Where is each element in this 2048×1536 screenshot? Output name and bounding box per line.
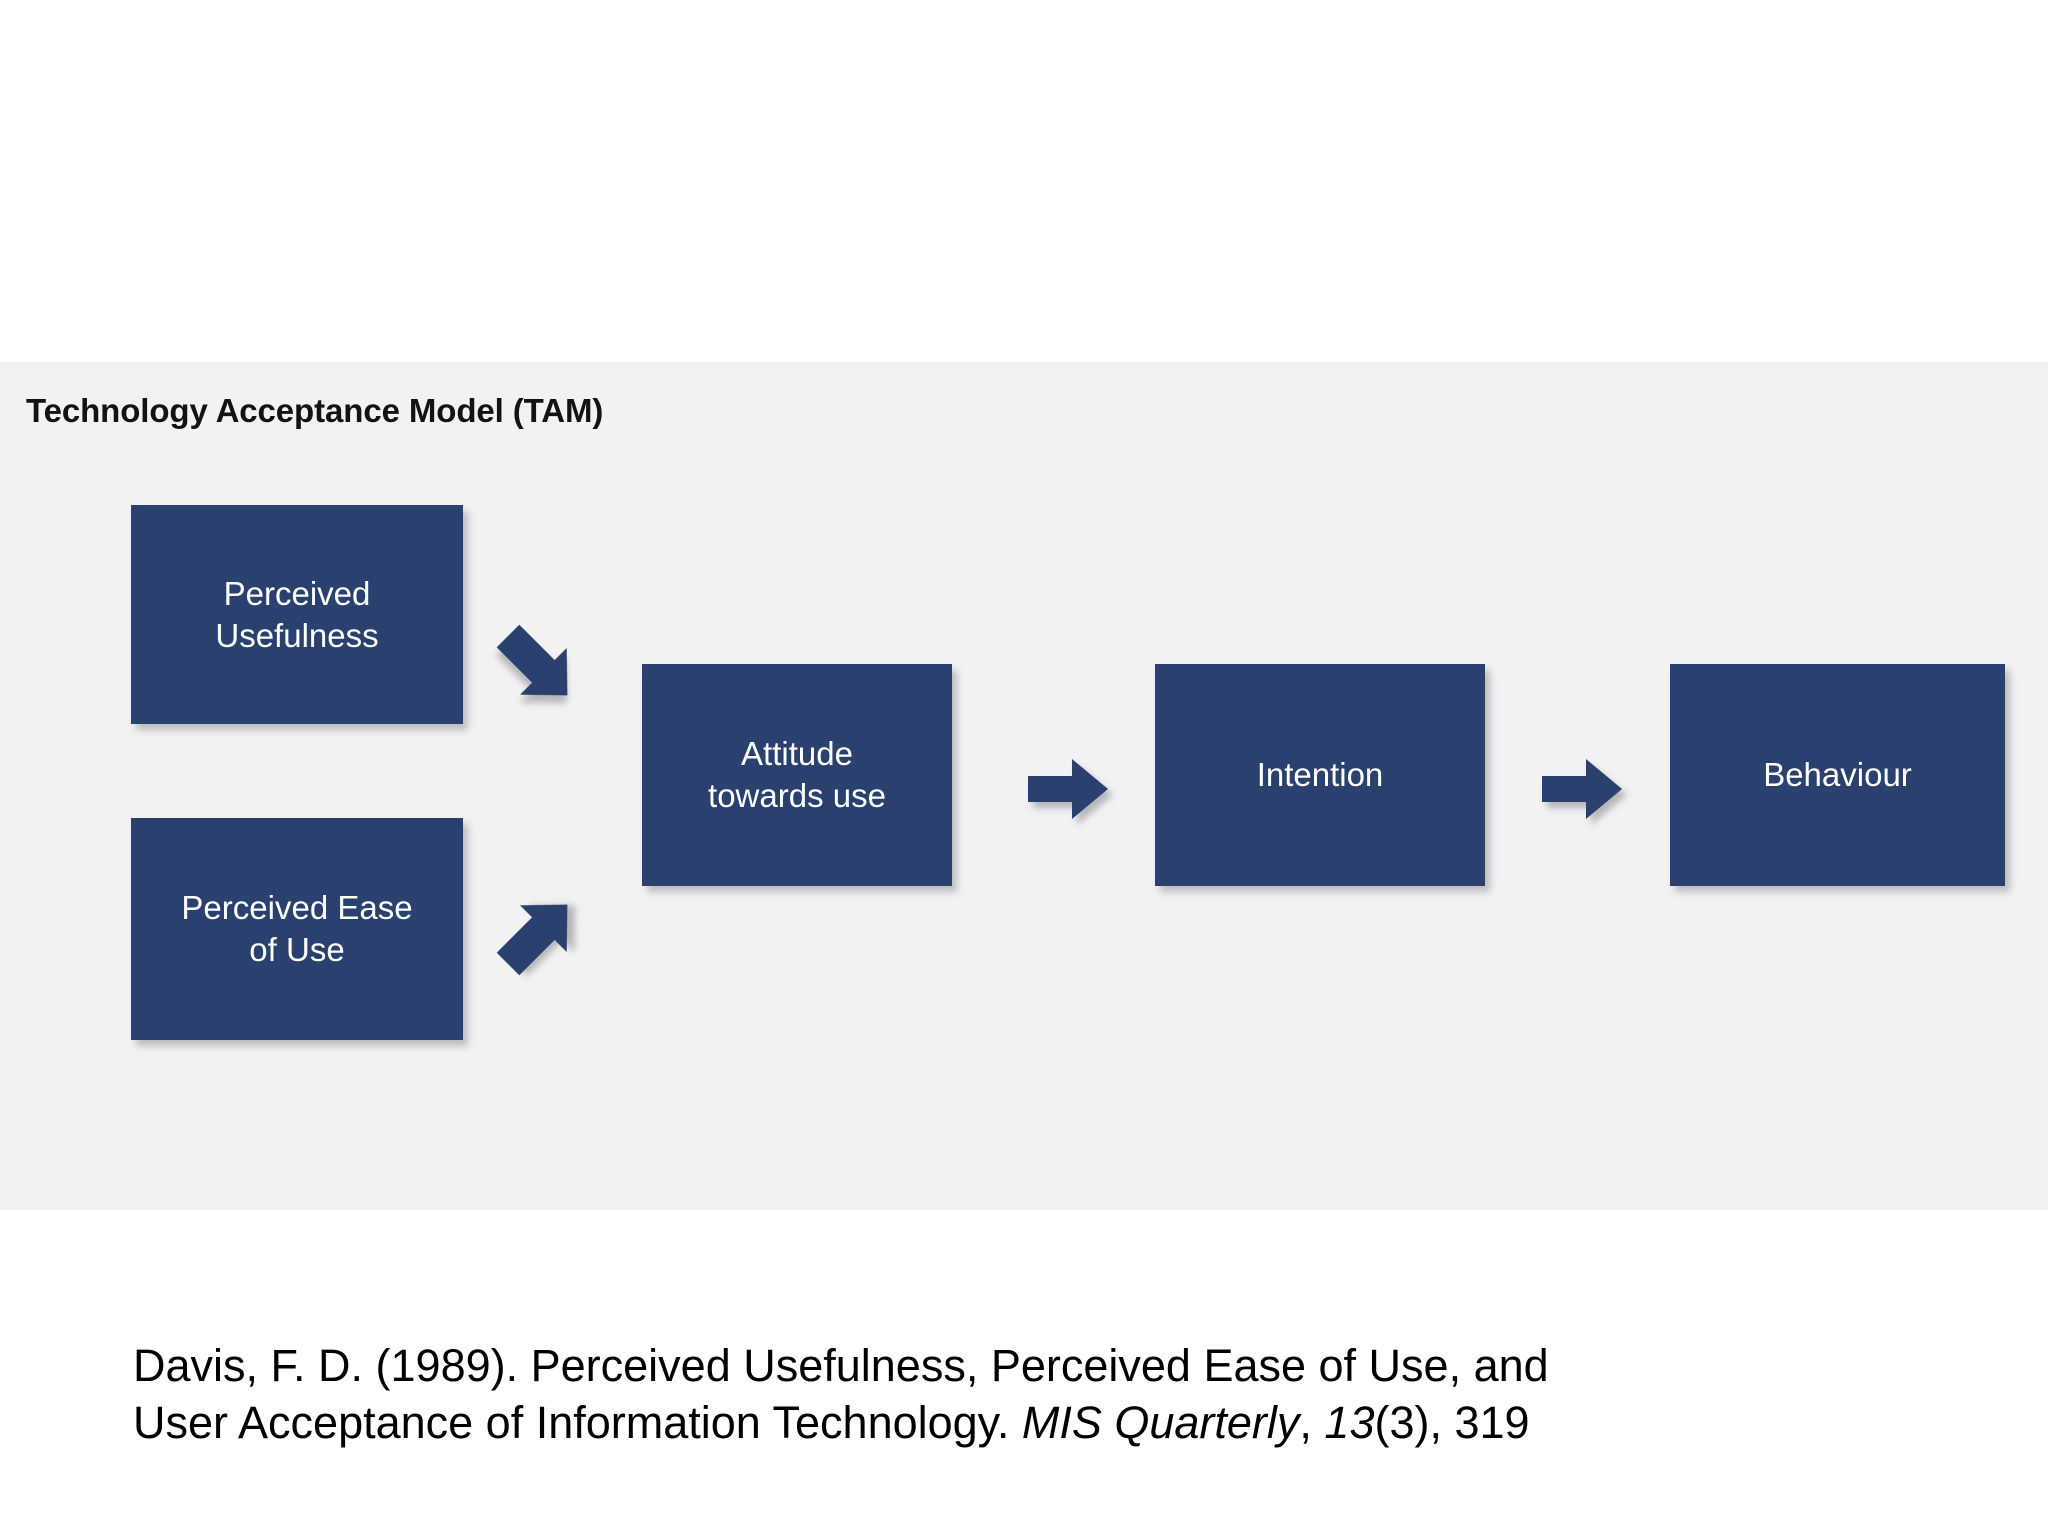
citation-line1: Davis, F. D. (1989). Perceived Usefulnes… xyxy=(133,1340,1549,1391)
node-label-line1: Attitude xyxy=(741,735,853,773)
citation-line2-prefix: User Acceptance of Information Technolog… xyxy=(133,1397,1022,1448)
node-behaviour: Behaviour xyxy=(1670,664,2005,886)
node-label-line1: Perceived xyxy=(223,574,371,612)
page-title: Technology Acceptance Model (TAM) xyxy=(26,392,604,429)
citation-issue-page: (3), 319 xyxy=(1374,1397,1530,1448)
arrow-down-right-icon xyxy=(488,616,586,714)
node-attitude-towards-use: Attitude towards use xyxy=(642,664,952,886)
citation-comma: , xyxy=(1299,1397,1325,1448)
arrow-right-icon xyxy=(1028,758,1110,820)
node-label-line2: Usefulness xyxy=(215,616,379,654)
citation-text: Davis, F. D. (1989). Perceived Usefulnes… xyxy=(133,1337,1933,1451)
node-label-line2: of Use xyxy=(249,931,345,968)
node-label-line1: Perceived Ease xyxy=(181,889,413,927)
node-perceived-usefulness: Perceived Usefulness xyxy=(131,505,463,724)
node-label-line2: towards use xyxy=(708,777,886,814)
node-intention: Intention xyxy=(1155,664,1485,886)
node-label-line1: Behaviour xyxy=(1763,756,1912,794)
node-label-line1: Intention xyxy=(1256,756,1384,794)
citation-journal: MIS Quarterly xyxy=(1021,1397,1300,1448)
node-perceived-ease-of-use: Perceived Ease of Use xyxy=(131,818,463,1040)
node-label: Perceived Usefulness xyxy=(215,573,378,657)
citation-volume: 13 xyxy=(1324,1397,1375,1448)
arrow-up-right-icon xyxy=(488,886,586,984)
arrow-right-icon xyxy=(1542,758,1624,820)
node-label: Attitude towards use xyxy=(708,733,886,817)
node-label: Perceived Ease of Use xyxy=(181,887,412,971)
node-label: Behaviour xyxy=(1763,754,1912,796)
node-label: Intention xyxy=(1257,754,1384,796)
